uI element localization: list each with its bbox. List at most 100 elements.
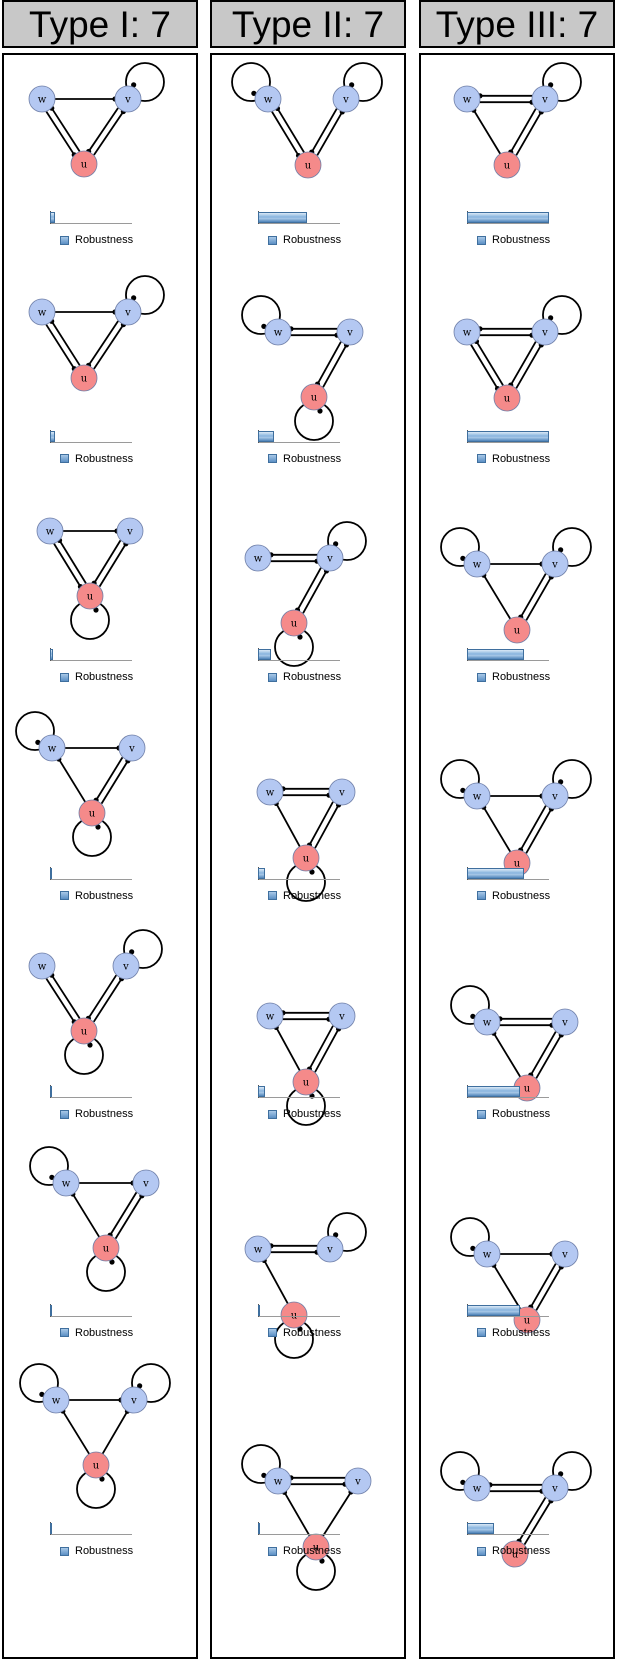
node-label: u [311, 393, 318, 404]
legend-label: Robustness [75, 671, 134, 683]
edge-line [296, 567, 322, 611]
node-v [541, 782, 569, 810]
node-label: u [103, 1244, 110, 1255]
node-v [118, 734, 146, 762]
node-label: v [551, 560, 558, 571]
edge-line [515, 344, 543, 389]
robustness-legend: Robustness [60, 890, 133, 902]
node-label: v [346, 328, 353, 339]
edge-line [100, 760, 129, 805]
legend-label: Robustness [492, 889, 551, 902]
edge-line [275, 1026, 301, 1072]
legend-swatch [268, 672, 277, 682]
legend-label: Robustness [492, 1108, 551, 1120]
robustness-axis [467, 441, 549, 443]
node-label: u [303, 854, 310, 865]
node-u [300, 383, 328, 411]
edge-line [308, 801, 334, 846]
node-label: u [313, 1543, 320, 1554]
robustness-bar [50, 867, 52, 879]
edge-dot [99, 1476, 105, 1482]
robustness-bar [258, 1304, 260, 1316]
robustness-bar [258, 430, 275, 442]
edge-line [98, 543, 127, 588]
node-label: v [326, 554, 333, 565]
node-w [28, 952, 56, 980]
self-loop [552, 759, 592, 799]
node-label: v [126, 527, 133, 538]
node-label: v [541, 328, 548, 339]
self-loop [241, 295, 281, 335]
robustness-legend: Robustness [477, 453, 550, 465]
robustness-bar [467, 430, 549, 442]
node-label: u [512, 1550, 519, 1561]
node-label: u [305, 161, 312, 172]
robustness-bar [258, 867, 265, 879]
edge-line [109, 1191, 138, 1236]
edge-line [482, 574, 512, 620]
edge-line [53, 543, 82, 588]
robustness-axis [258, 1315, 340, 1317]
edge-dot [95, 824, 101, 830]
legend-swatch [60, 672, 69, 682]
legend-label: Robustness [283, 452, 342, 465]
edge-line [58, 758, 86, 803]
self-loop [125, 275, 165, 315]
legend-swatch [60, 454, 69, 463]
edge-dot [87, 1042, 93, 1048]
node-label: v [124, 95, 131, 106]
node-u [92, 1234, 120, 1262]
node-w [244, 1235, 272, 1263]
legend-swatch [477, 891, 486, 900]
node-label: u [504, 161, 511, 172]
edge-line [93, 111, 125, 156]
edge-line [114, 1195, 143, 1240]
node-label: v [124, 308, 131, 319]
edge-line [492, 1032, 522, 1078]
node-label: v [551, 792, 558, 803]
robustness-legend: Robustness [268, 890, 341, 902]
node-label: w [266, 1012, 275, 1023]
node-v [531, 85, 559, 113]
edge-line [95, 756, 124, 801]
node-label: w [274, 1477, 283, 1488]
node-label: u [524, 1084, 531, 1095]
edge-line [87, 974, 118, 1019]
robustness-legend: Robustness [477, 671, 550, 683]
legend-label: Robustness [492, 452, 551, 465]
edge-line [271, 111, 300, 157]
edge-line [45, 324, 76, 370]
legend-label: Robustness [492, 1326, 551, 1339]
node-label: w [254, 554, 263, 565]
self-loop [440, 1451, 480, 1491]
node-label: v [342, 95, 349, 106]
edge-line [45, 111, 76, 156]
node-u [501, 1540, 529, 1568]
node-label: w [38, 308, 47, 319]
edge-line [101, 1410, 129, 1455]
node-label: u [514, 859, 521, 870]
self-loop [15, 711, 55, 751]
legend-swatch [268, 1328, 277, 1337]
legend-swatch [477, 1546, 486, 1556]
legend-label: Robustness [75, 1545, 134, 1557]
self-loop [19, 1363, 59, 1403]
node-u [503, 616, 531, 644]
robustness-bar [258, 649, 272, 660]
column-title: Type II: 7 [231, 3, 385, 45]
legend-swatch [60, 891, 69, 900]
edge-dot [261, 1472, 267, 1478]
self-loop [552, 527, 592, 567]
node-u [513, 1306, 541, 1334]
edge-line [529, 1263, 557, 1308]
node-label: u [81, 374, 88, 385]
legend-swatch [268, 454, 277, 463]
self-loop [123, 929, 163, 969]
node-label: w [254, 1245, 263, 1256]
node-u [292, 1068, 320, 1096]
node-label: u [514, 626, 521, 637]
edge-dot [49, 1174, 55, 1180]
node-label: w [483, 1018, 492, 1029]
node-label: w [52, 1396, 61, 1407]
